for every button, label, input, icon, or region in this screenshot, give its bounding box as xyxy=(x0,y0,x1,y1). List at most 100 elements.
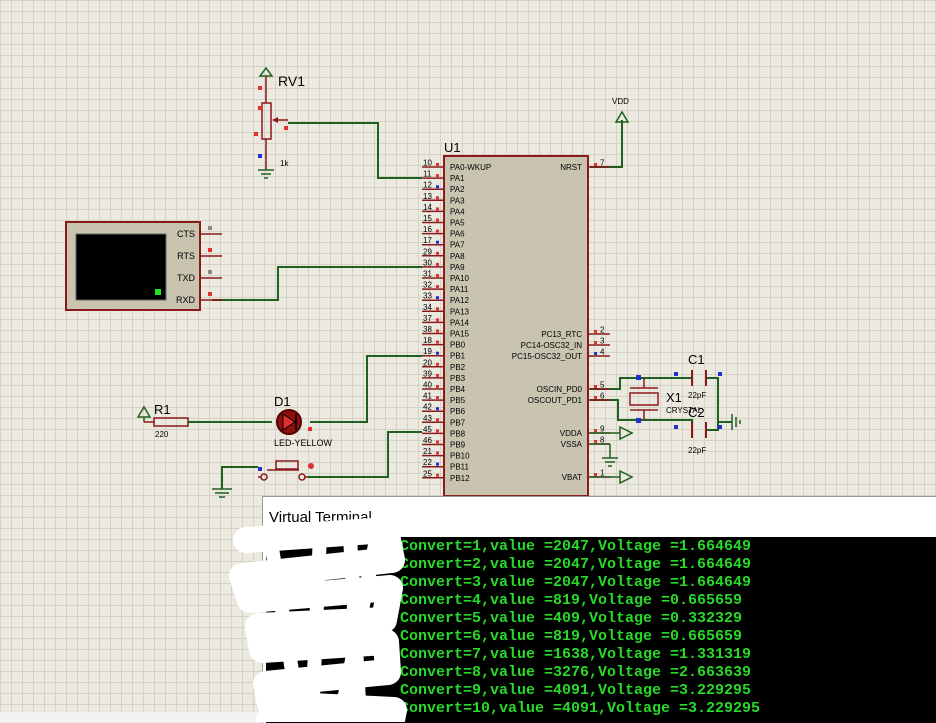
u1-pin-name: PA0-WKUP xyxy=(450,163,491,172)
u1-pin-name: PB12 xyxy=(450,474,470,483)
u1-pin-name: PC13_RTC xyxy=(541,330,582,339)
u1-pin-number: 3 xyxy=(600,337,605,346)
u1-pin-number: 38 xyxy=(423,325,432,334)
terminal-pin-label: TXD xyxy=(177,273,196,283)
push-button[interactable] xyxy=(212,460,314,498)
terminal-line: Convert=9,value =4091,Voltage =3.229295 xyxy=(400,682,752,699)
taskbar-strip xyxy=(0,712,262,722)
vdd-label: VDD xyxy=(612,97,629,106)
u1-pin-name: NRST xyxy=(560,163,582,172)
u1-pin-name: PA10 xyxy=(450,274,470,283)
u1-pin-number: 25 xyxy=(423,469,432,478)
u1-pin-name: PA13 xyxy=(450,307,470,316)
u1-pin-oscin_pd0[interactable]: 5 OSCIN_PD0 xyxy=(537,381,610,395)
terminal-pin-label: CTS xyxy=(177,229,195,239)
u1-pin-oscout_pd1[interactable]: 6 OSCOUT_PD1 xyxy=(528,392,610,406)
terminal-line: Convert=3,value =2047,Voltage =1.664649 xyxy=(400,574,752,591)
vdd-terminal[interactable]: VDD xyxy=(612,97,630,123)
u1-pin-name: PA8 xyxy=(450,252,465,261)
terminal-line: Convert=5,value =409,Voltage =0.332329 xyxy=(400,610,743,627)
u1-pin-number: 13 xyxy=(423,192,432,201)
u1-pin-number: 29 xyxy=(423,247,432,256)
u1-pin-number: 6 xyxy=(600,392,605,401)
terminal-pin-rxd[interactable]: RXD xyxy=(176,292,222,305)
r1-ref: R1 xyxy=(154,402,171,417)
virtual-terminal-symbol[interactable]: CTS RTS TXD RXD xyxy=(65,221,222,311)
u1-pin-name: PB3 xyxy=(450,374,466,383)
u1-pin-name: PA6 xyxy=(450,230,465,239)
u1-pin-number: 5 xyxy=(600,381,605,390)
terminal-pin-txd[interactable]: TXD xyxy=(177,270,222,283)
u1-pin-number: 14 xyxy=(423,203,432,212)
u1-pin-name: OSCIN_PD0 xyxy=(537,385,583,394)
u1-pin-number: 17 xyxy=(423,236,432,245)
u1-pin-number: 1 xyxy=(600,469,605,478)
u1-pin-name: PB10 xyxy=(450,452,470,461)
c2-capacitor[interactable]: C2 22pF xyxy=(674,405,722,455)
u1-pin-pa3[interactable]: 13 PA3 xyxy=(422,192,465,206)
u1-pin-number: 22 xyxy=(423,458,432,467)
u1-pin-name: PB11 xyxy=(450,463,470,472)
rv1-potentiometer[interactable]: RV1 1k xyxy=(254,66,305,179)
power-ports xyxy=(590,425,634,485)
u1-pin-number: 21 xyxy=(423,447,432,456)
virtual-terminal-window[interactable]: Virtual Terminal Convert=1,value =2047,V… xyxy=(262,496,936,723)
c1-value: 22pF xyxy=(688,391,706,400)
u1-pin-name: PA5 xyxy=(450,219,465,228)
terminal-pin-rts[interactable]: RTS xyxy=(177,248,222,261)
terminal-pin-label: RXD xyxy=(176,295,196,305)
terminal-pin-cts[interactable]: CTS xyxy=(177,226,222,239)
u1-pin-name: PB6 xyxy=(450,407,466,416)
c2-value: 22pF xyxy=(688,446,706,455)
d1-value: LED-YELLOW xyxy=(274,438,333,448)
terminal-line: Convert=4,value =819,Voltage =0.665659 xyxy=(400,592,743,609)
window-titlebar[interactable]: Virtual Terminal xyxy=(263,497,936,535)
x1-crystal[interactable]: X1 CRYSTAL xyxy=(629,375,703,423)
u1-pin-name: VDDA xyxy=(560,429,583,438)
u1-pin-name: PA7 xyxy=(450,241,465,250)
r1-resistor[interactable]: R1 220 xyxy=(136,402,272,439)
rv1-value: 1k xyxy=(280,159,289,168)
u1-pin-name: OSCOUT_PD1 xyxy=(528,396,583,405)
terminal-line: Convert=10,value =4091,Voltage =3.229295 xyxy=(400,700,761,717)
u1-pin-name: PA3 xyxy=(450,196,465,205)
c1-capacitor[interactable]: C1 22pF xyxy=(674,352,722,400)
d1-led[interactable]: D1 LED-YELLOW xyxy=(274,394,333,448)
u1-pin-name: PB8 xyxy=(450,429,466,438)
